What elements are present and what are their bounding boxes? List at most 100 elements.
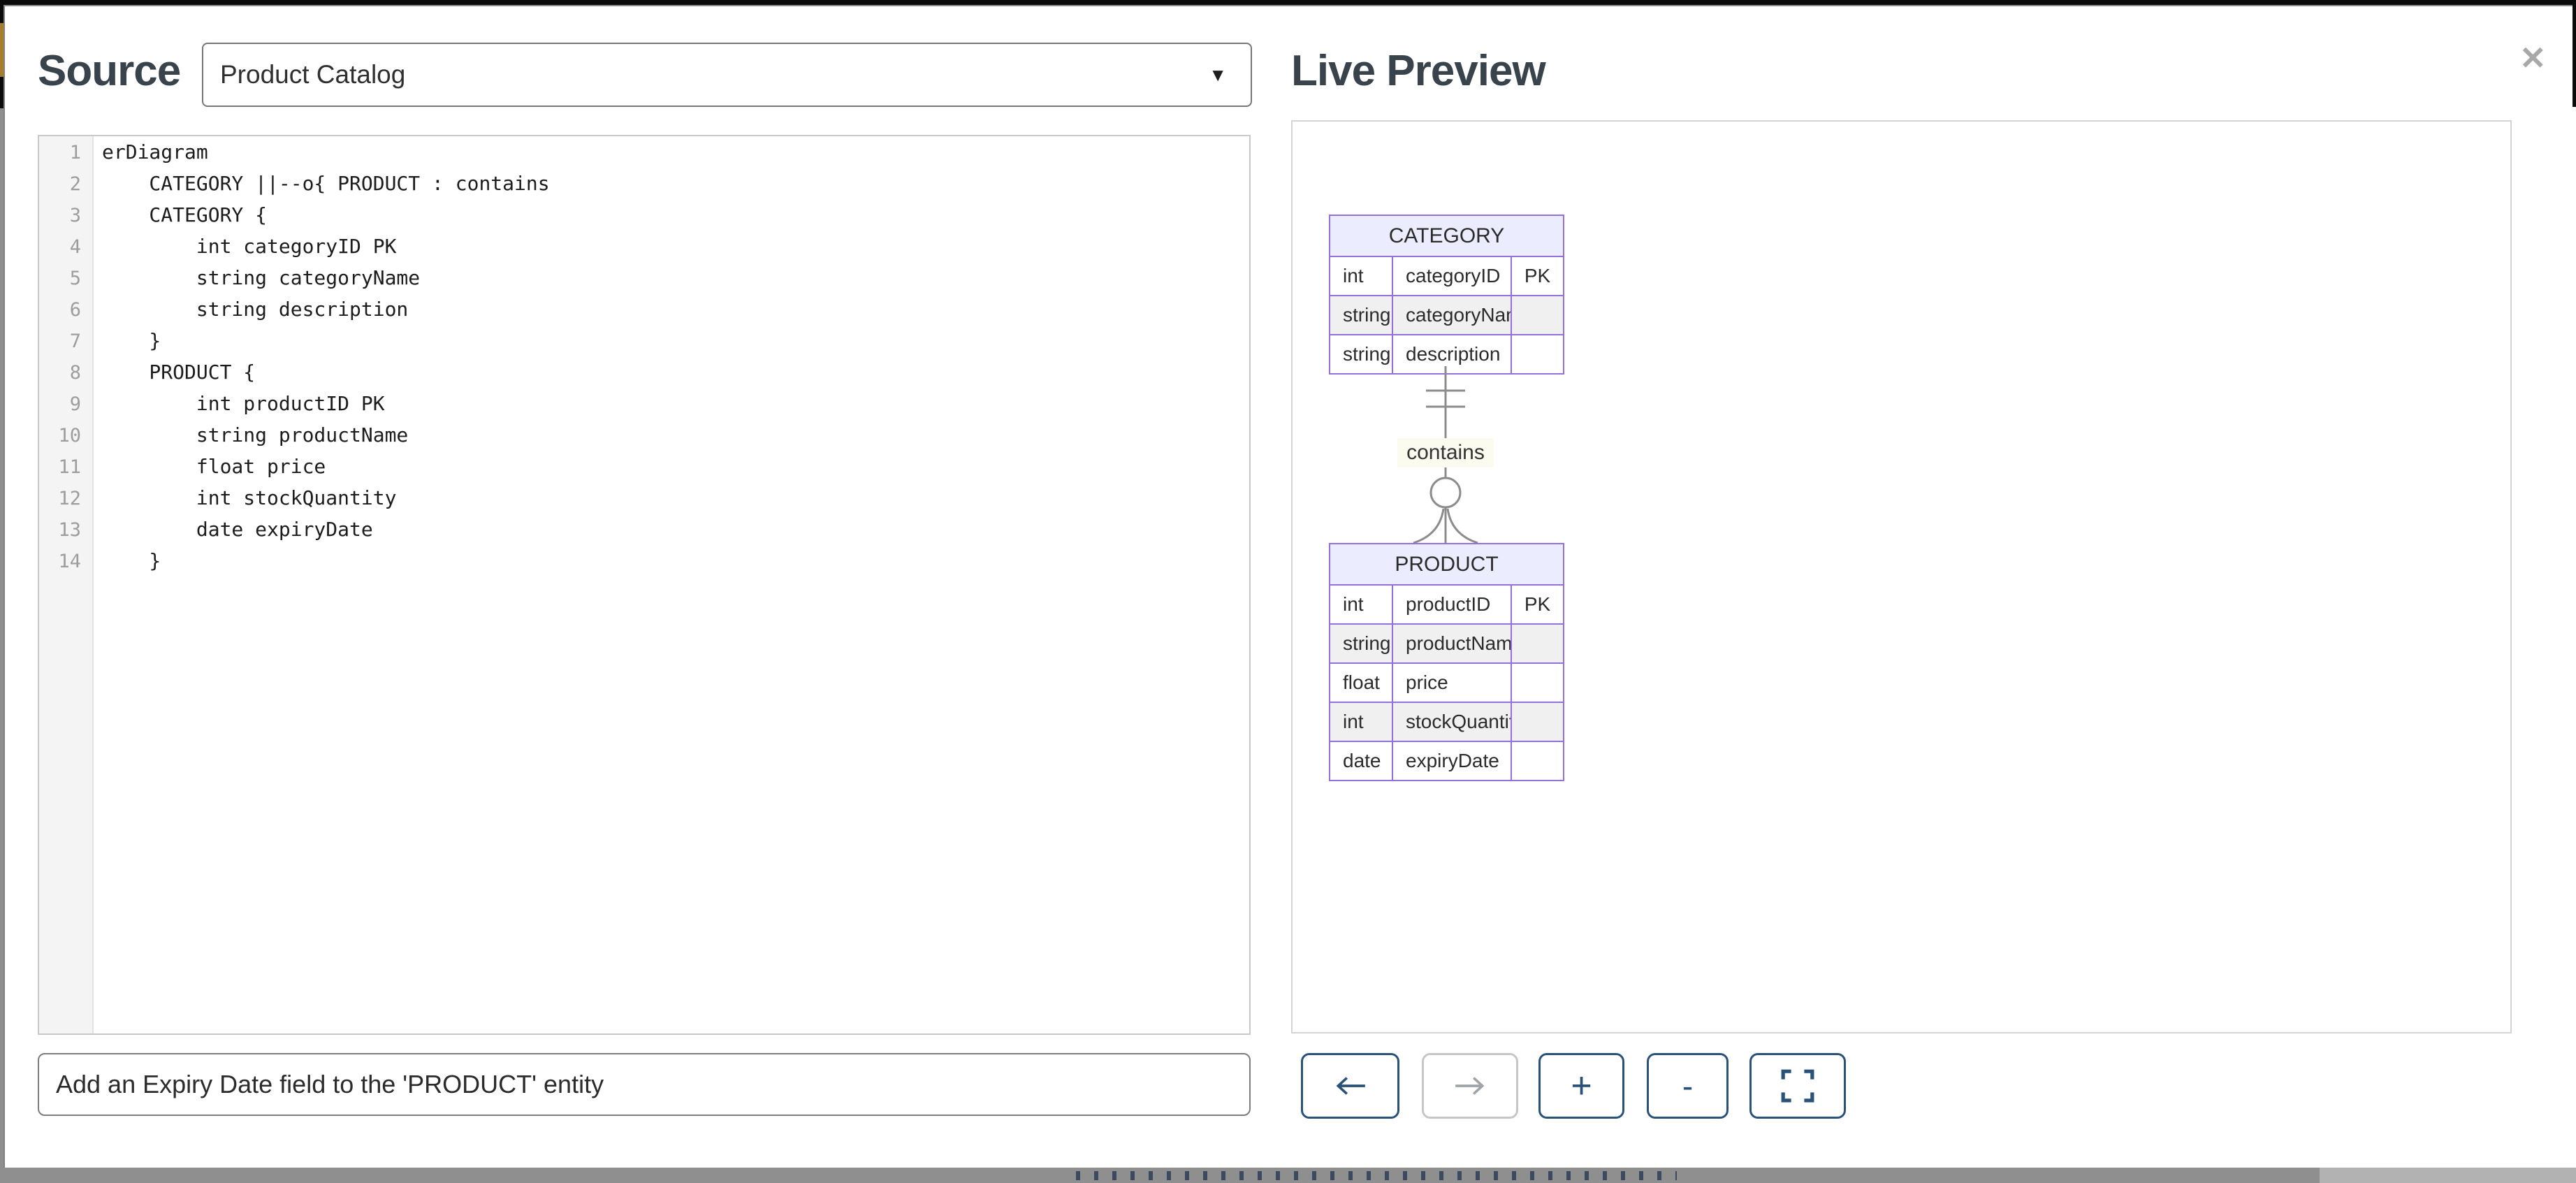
- prompt-input[interactable]: [38, 1053, 1251, 1116]
- attr-key: [1511, 662, 1564, 703]
- entity-attribute-row: int productID PK: [1329, 584, 1564, 625]
- attr-key: [1511, 741, 1564, 781]
- attr-type: string: [1329, 623, 1393, 664]
- entity-title: PRODUCT: [1329, 543, 1564, 586]
- arrow-right-icon: [1455, 1077, 1485, 1095]
- code-line: 5 string categoryName: [39, 262, 1249, 293]
- minus-icon: -: [1682, 1068, 1694, 1104]
- attr-name: productName: [1392, 623, 1512, 664]
- attr-name: price: [1392, 662, 1512, 703]
- code-text: string description: [102, 298, 409, 321]
- attr-type: float: [1329, 662, 1393, 703]
- code-editor[interactable]: 1 erDiagram 2 CATEGORY ||--o{ PRODUCT : c…: [38, 135, 1251, 1035]
- code-text: string categoryName: [102, 266, 421, 289]
- line-number: 1: [69, 142, 81, 164]
- page-bottom-scrollbar[interactable]: [2320, 1168, 2576, 1183]
- line-number: 7: [69, 331, 81, 352]
- code-line: 2 CATEGORY ||--o{ PRODUCT : contains: [39, 168, 1249, 199]
- code-text: string productName: [102, 423, 409, 447]
- attr-key: PK: [1511, 256, 1564, 296]
- diagram-select-dropdown[interactable]: Product Catalog ▼: [202, 43, 1252, 107]
- line-number: 8: [69, 362, 81, 384]
- attr-type: date: [1329, 741, 1393, 781]
- entity-attribute-row: string productName: [1329, 623, 1564, 664]
- line-number-gutter: [39, 136, 94, 1033]
- code-line: 10 string productName: [39, 419, 1249, 451]
- preview-panel-title: Live Preview: [1291, 47, 1546, 95]
- undo-button[interactable]: [1301, 1053, 1399, 1119]
- page-left-gold-edge: [0, 23, 3, 77]
- attr-type: string: [1329, 295, 1393, 335]
- code-line: 3 CATEGORY {: [39, 199, 1249, 231]
- fullscreen-button[interactable]: [1749, 1053, 1846, 1119]
- code-line: 4 int categoryID PK: [39, 231, 1249, 262]
- attr-type: string: [1329, 334, 1393, 375]
- code-text: PRODUCT {: [102, 361, 256, 384]
- line-number: 5: [69, 268, 81, 289]
- code-text: int productID PK: [102, 392, 385, 415]
- code-text: int stockQuantity: [102, 486, 397, 509]
- attr-name: categoryName: [1392, 295, 1512, 335]
- code-line: 7 }: [39, 325, 1249, 356]
- zoom-in-button[interactable]: +: [1538, 1053, 1624, 1119]
- line-number: 9: [69, 393, 81, 415]
- attr-type: int: [1329, 256, 1393, 296]
- chevron-down-icon: ▼: [1209, 64, 1227, 85]
- code-line: 13 date expiryDate: [39, 514, 1249, 545]
- attr-key: [1511, 295, 1564, 335]
- close-icon[interactable]: ✕: [2519, 40, 2547, 76]
- entity-attribute-row: string description: [1329, 334, 1564, 375]
- attr-name: productID: [1392, 584, 1512, 625]
- source-panel-title: Source: [38, 47, 181, 95]
- code-text: date expiryDate: [102, 518, 373, 541]
- attr-type: int: [1329, 702, 1393, 742]
- attr-key: [1511, 623, 1564, 664]
- line-number: 13: [58, 519, 81, 541]
- attr-name: categoryID: [1392, 256, 1512, 296]
- line-number: 12: [58, 488, 81, 509]
- code-line: 14 }: [39, 545, 1249, 576]
- entity-title: CATEGORY: [1329, 215, 1564, 257]
- code-text: int categoryID PK: [102, 235, 397, 258]
- attr-name: description: [1392, 334, 1512, 375]
- live-preview-canvas: CATEGORY int categoryID PK string catego…: [1291, 120, 2512, 1033]
- code-line: 11 float price: [39, 451, 1249, 482]
- attr-key: PK: [1511, 584, 1564, 625]
- arrow-left-icon: [1336, 1077, 1365, 1095]
- line-number: 3: [69, 205, 81, 226]
- code-text: }: [102, 549, 161, 572]
- entity-attribute-row: date expiryDate: [1329, 741, 1564, 781]
- code-text: float price: [102, 455, 326, 478]
- relationship-label: contains: [1397, 438, 1494, 467]
- code-line: 9 int productID PK: [39, 388, 1249, 419]
- page-bottom-clipped-text: [1076, 1171, 1677, 1180]
- page-top-edge: [0, 0, 2576, 5]
- entity-category: CATEGORY int categoryID PK string catego…: [1329, 215, 1564, 375]
- entity-attribute-row: int stockQuantity: [1329, 702, 1564, 742]
- line-number: 4: [69, 236, 81, 258]
- code-line: 1 erDiagram: [39, 136, 1249, 168]
- code-text: }: [102, 329, 161, 352]
- line-number: 14: [58, 551, 81, 572]
- code-line: 12 int stockQuantity: [39, 482, 1249, 514]
- attr-type: int: [1329, 584, 1393, 625]
- page-left-edge: [0, 0, 3, 23]
- diagram-select-value: Product Catalog: [220, 60, 406, 89]
- attr-key: [1511, 334, 1564, 375]
- code-text: erDiagram: [102, 140, 208, 164]
- page-left-edge-lower: [0, 77, 3, 108]
- zoom-out-button[interactable]: -: [1647, 1053, 1729, 1119]
- attr-key: [1511, 702, 1564, 742]
- redo-button[interactable]: [1422, 1053, 1518, 1119]
- line-number: 11: [58, 456, 81, 478]
- page-right-edge: [2573, 0, 2576, 107]
- line-number: 10: [58, 425, 81, 447]
- attr-name: expiryDate: [1392, 741, 1512, 781]
- code-line: 6 string description: [39, 293, 1249, 325]
- plus-icon: +: [1571, 1066, 1592, 1106]
- code-text: CATEGORY ||--o{ PRODUCT : contains: [102, 172, 550, 195]
- entity-attribute-row: int categoryID PK: [1329, 256, 1564, 296]
- entity-attribute-row: string categoryName: [1329, 295, 1564, 335]
- code-text: CATEGORY {: [102, 203, 268, 226]
